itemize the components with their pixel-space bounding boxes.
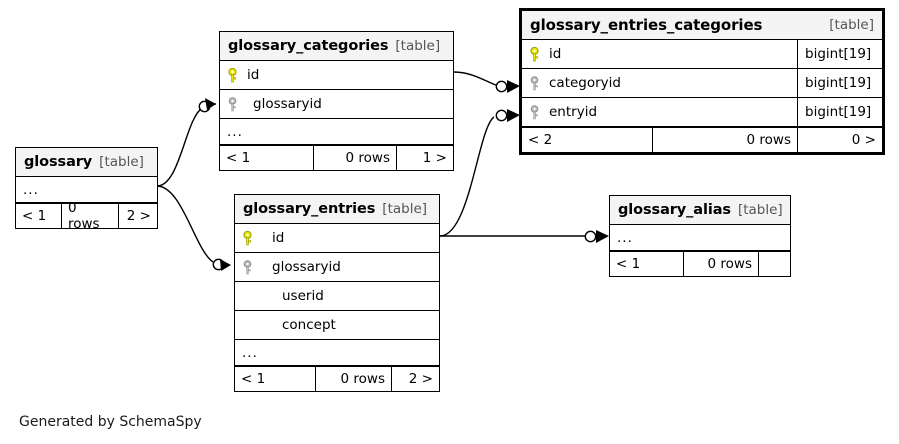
table-more-columns-row: ... bbox=[16, 177, 157, 203]
table-header-glossary-entries-categories: glossary_entries_categories [table] bbox=[522, 11, 882, 40]
footer-children-count: 1 > bbox=[396, 146, 453, 170]
column-name: entryid bbox=[549, 104, 598, 120]
footer-children-count: 2 > bbox=[391, 367, 439, 391]
column-row: userid bbox=[235, 282, 439, 311]
primary-key-icon bbox=[242, 230, 253, 246]
table-title: glossary bbox=[24, 154, 93, 170]
column-name: id bbox=[247, 67, 260, 83]
footer-row-count: 0 rows bbox=[683, 252, 758, 276]
footer-row-count: 0 rows bbox=[61, 200, 118, 232]
table-title: glossary_categories bbox=[228, 38, 389, 54]
column-type: bigint[19] bbox=[797, 69, 882, 97]
column-name: categoryid bbox=[549, 75, 621, 91]
table-glossary-entries[interactable]: glossary_entries [table] id glossaryid u… bbox=[234, 194, 440, 392]
table-header-glossary-categories: glossary_categories [table] bbox=[220, 32, 453, 61]
table-header-glossary-entries: glossary_entries [table] bbox=[235, 195, 439, 224]
foreign-key-icon bbox=[242, 259, 253, 275]
table-header-glossary-alias: glossary_alias [table] bbox=[610, 196, 790, 225]
footer-row-count: 0 rows bbox=[313, 146, 396, 170]
column-row: glossaryid bbox=[235, 253, 439, 282]
table-more-columns-row: ... bbox=[610, 225, 790, 251]
column-name: glossaryid bbox=[272, 259, 341, 275]
column-row: id bigint[19] bbox=[522, 40, 882, 69]
table-footer: < 1 0 rows 1 > bbox=[220, 145, 453, 170]
foreign-key-icon bbox=[529, 75, 540, 91]
edge-glossary-to-glossary-entries bbox=[156, 185, 231, 271]
table-footer: < 1 0 rows bbox=[610, 251, 790, 276]
primary-key-icon bbox=[227, 67, 238, 83]
table-footer: < 1 0 rows 2 > bbox=[16, 200, 157, 232]
primary-key-icon bbox=[529, 46, 540, 62]
table-type-tag: [table] bbox=[829, 17, 874, 33]
table-glossary-entries-categories[interactable]: glossary_entries_categories [table] id b… bbox=[519, 8, 885, 155]
footer-row-count: 0 rows bbox=[652, 128, 797, 152]
column-row: concept bbox=[235, 311, 439, 340]
column-type: bigint[19] bbox=[797, 40, 882, 68]
table-type-tag: [table] bbox=[737, 202, 783, 218]
column-name: glossaryid bbox=[253, 96, 322, 112]
footer-children-count bbox=[758, 252, 790, 276]
table-title: glossary_alias bbox=[618, 202, 731, 218]
table-title: glossary_entries bbox=[243, 201, 376, 217]
column-name: concept bbox=[282, 317, 336, 333]
footer-parents-count: < 1 bbox=[616, 256, 641, 272]
column-name: id bbox=[272, 230, 285, 246]
column-row: categoryid bigint[19] bbox=[522, 69, 882, 98]
table-header-glossary: glossary [table] bbox=[16, 148, 157, 177]
column-row: id bbox=[235, 224, 439, 253]
generated-by-caption: Generated by SchemaSpy bbox=[19, 414, 202, 430]
footer-children-count: 0 > bbox=[797, 128, 882, 152]
table-footer: < 1 0 rows 2 > bbox=[235, 366, 439, 391]
table-glossary-categories[interactable]: glossary_categories [table] id glossaryi… bbox=[219, 31, 454, 171]
edge-glossary-to-glossary-categories bbox=[156, 98, 216, 187]
foreign-key-icon bbox=[227, 96, 238, 112]
table-type-tag: [table] bbox=[382, 201, 428, 217]
table-footer: < 2 0 rows 0 > bbox=[522, 127, 882, 152]
footer-parents-count: < 1 bbox=[22, 208, 47, 224]
column-type: bigint[19] bbox=[797, 98, 882, 126]
table-title: glossary_entries_categories bbox=[530, 16, 763, 34]
column-row: id bbox=[220, 61, 453, 90]
column-row: entryid bigint[19] bbox=[522, 98, 882, 127]
column-row: glossaryid bbox=[220, 90, 453, 119]
edge-glossary-entries-to-glossary-alias bbox=[440, 230, 609, 243]
footer-parents-count: < 2 bbox=[528, 132, 553, 148]
edge-glossary-categories-to-entries-categories bbox=[453, 71, 520, 93]
table-more-columns-row: ... bbox=[220, 119, 453, 145]
footer-parents-count: < 1 bbox=[241, 371, 266, 387]
column-name: userid bbox=[282, 288, 324, 304]
table-type-tag: [table] bbox=[99, 154, 144, 170]
footer-row-count: 0 rows bbox=[315, 367, 391, 391]
table-glossary-alias[interactable]: glossary_alias [table] ... < 1 0 rows bbox=[609, 195, 791, 277]
table-type-tag: [table] bbox=[395, 38, 441, 54]
column-name: id bbox=[549, 46, 562, 62]
foreign-key-icon bbox=[529, 104, 540, 120]
table-more-columns-row: ... bbox=[235, 340, 439, 366]
footer-parents-count: < 1 bbox=[226, 150, 251, 166]
table-glossary[interactable]: glossary [table] ... < 1 0 rows 2 > bbox=[15, 147, 158, 232]
footer-children-count: 2 > bbox=[118, 204, 157, 228]
